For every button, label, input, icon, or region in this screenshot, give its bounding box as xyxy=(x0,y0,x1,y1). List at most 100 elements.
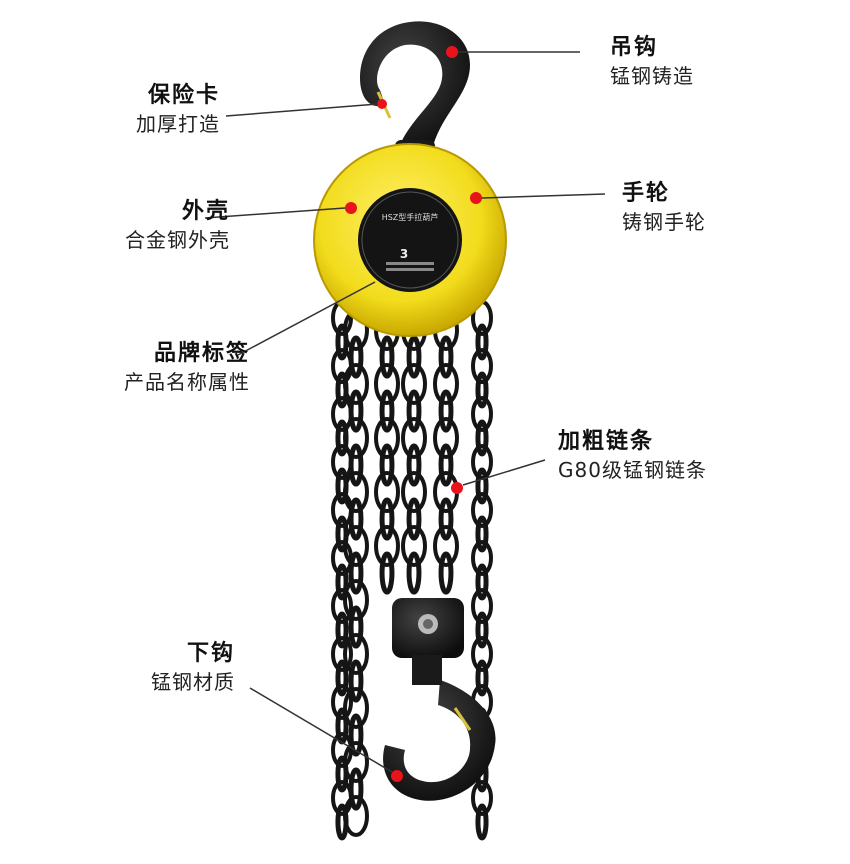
chain-link xyxy=(343,525,369,567)
chain-link xyxy=(379,497,395,541)
annotation-chain-title: 加粗链条 xyxy=(558,429,655,454)
annotation-hook: 吊钩 锰钢铸造 xyxy=(610,34,694,90)
chain-link xyxy=(433,525,459,567)
annotation-hook-sub: 锰钢铸造 xyxy=(610,64,694,88)
chain-link xyxy=(471,540,493,576)
chain-link xyxy=(335,563,349,601)
leader-lines xyxy=(204,51,606,773)
chain-link xyxy=(348,335,364,379)
chain-link xyxy=(401,471,427,513)
chain-link xyxy=(343,417,369,459)
chain-link xyxy=(401,417,427,459)
chain-link xyxy=(331,636,353,672)
chain-link xyxy=(348,659,364,703)
annotation-hand-wheel-sub: 铸钢手轮 xyxy=(622,210,706,234)
chain-link xyxy=(475,419,489,457)
chain-link xyxy=(348,497,364,541)
annotation-brand-label-sub: 产品名称属性 xyxy=(124,370,250,394)
chain-link xyxy=(475,803,489,841)
chain-link xyxy=(379,551,395,595)
chain-link xyxy=(475,563,489,601)
chain-link xyxy=(433,417,459,459)
chain-link xyxy=(438,335,454,379)
chain-link xyxy=(438,443,454,487)
annotation-lower-hook: 下钩 锰钢材质 xyxy=(100,640,235,696)
annotation-safety-latch: 保险卡 加厚打造 xyxy=(70,82,220,138)
marker-chain xyxy=(451,482,463,494)
chain-link xyxy=(406,497,422,541)
annotation-hook-title: 吊钩 xyxy=(610,35,659,60)
housing-shape: HSZ型手拉葫芦 3 xyxy=(313,143,507,337)
chain-link xyxy=(406,551,422,595)
chain-link xyxy=(475,323,489,361)
annotation-brand-label-title: 品牌标签 xyxy=(153,341,250,366)
chain-link xyxy=(335,659,349,697)
annotation-chain: 加粗链条 G80级锰钢链条 xyxy=(558,428,707,484)
annotation-lower-hook-title: 下钩 xyxy=(186,641,235,666)
chain-link xyxy=(331,588,353,624)
annotation-housing-sub: 合金钢外壳 xyxy=(125,228,230,252)
nameplate-model: HSZ型手拉葫芦 xyxy=(382,212,439,222)
chain-link xyxy=(433,363,459,405)
annotation-hand-wheel: 手轮 铸钢手轮 xyxy=(622,180,706,236)
chain-link xyxy=(331,684,353,720)
chain-group xyxy=(331,300,493,841)
marker-housing xyxy=(345,202,357,214)
chain-link xyxy=(401,363,427,405)
chain-link xyxy=(475,659,489,697)
chain-link xyxy=(475,371,489,409)
marker-latch xyxy=(377,99,387,109)
chain-link xyxy=(343,633,369,675)
chain-link xyxy=(471,588,493,624)
chain-link xyxy=(374,525,400,567)
chain-link xyxy=(374,417,400,459)
annotation-brand-label: 品牌标签 产品名称属性 xyxy=(40,340,250,396)
chain-link xyxy=(348,605,364,649)
chain-link xyxy=(438,497,454,541)
chain-link xyxy=(406,335,422,379)
chain-link xyxy=(343,687,369,729)
annotation-safety-latch-title: 保险卡 xyxy=(147,83,220,108)
chain-link xyxy=(438,551,454,595)
nameplate-capacity: 3 xyxy=(400,247,408,261)
annotation-safety-latch-sub: 加厚打造 xyxy=(136,112,220,136)
chain-link xyxy=(471,492,493,528)
chain-link xyxy=(343,471,369,513)
chain-link xyxy=(348,551,364,595)
chain-link xyxy=(471,780,493,816)
annotation-lower-hook-sub: 锰钢材质 xyxy=(151,670,235,694)
annotation-housing: 外壳 合金钢外壳 xyxy=(40,198,230,254)
chain-link xyxy=(406,443,422,487)
chain-link xyxy=(379,443,395,487)
chain-link xyxy=(343,741,369,783)
chain-link xyxy=(471,396,493,432)
annotation-housing-title: 外壳 xyxy=(181,199,230,224)
chain-link xyxy=(343,579,369,621)
marker-lower-hook xyxy=(391,770,403,782)
chain-link xyxy=(475,467,489,505)
annotation-hand-wheel-title: 手轮 xyxy=(622,181,671,206)
chain-link xyxy=(438,389,454,433)
chain-link xyxy=(471,348,493,384)
annotation-chain-sub: G80级锰钢链条 xyxy=(558,458,707,482)
chain-link xyxy=(374,471,400,513)
chain-link xyxy=(471,636,493,672)
chain-link xyxy=(348,767,364,811)
chain-link xyxy=(471,444,493,480)
marker-hook xyxy=(446,46,458,58)
chain-link xyxy=(374,363,400,405)
chain-link xyxy=(406,389,422,433)
chain-link xyxy=(379,335,395,379)
marker-dots xyxy=(345,46,482,782)
chain-link xyxy=(348,713,364,757)
chain-link xyxy=(343,795,369,837)
chain-link xyxy=(401,525,427,567)
chain-link xyxy=(379,389,395,433)
chain-link xyxy=(348,389,364,433)
lower-hook-shape xyxy=(383,598,496,801)
chain-link xyxy=(348,443,364,487)
chain-link xyxy=(335,611,349,649)
chain-link xyxy=(475,515,489,553)
